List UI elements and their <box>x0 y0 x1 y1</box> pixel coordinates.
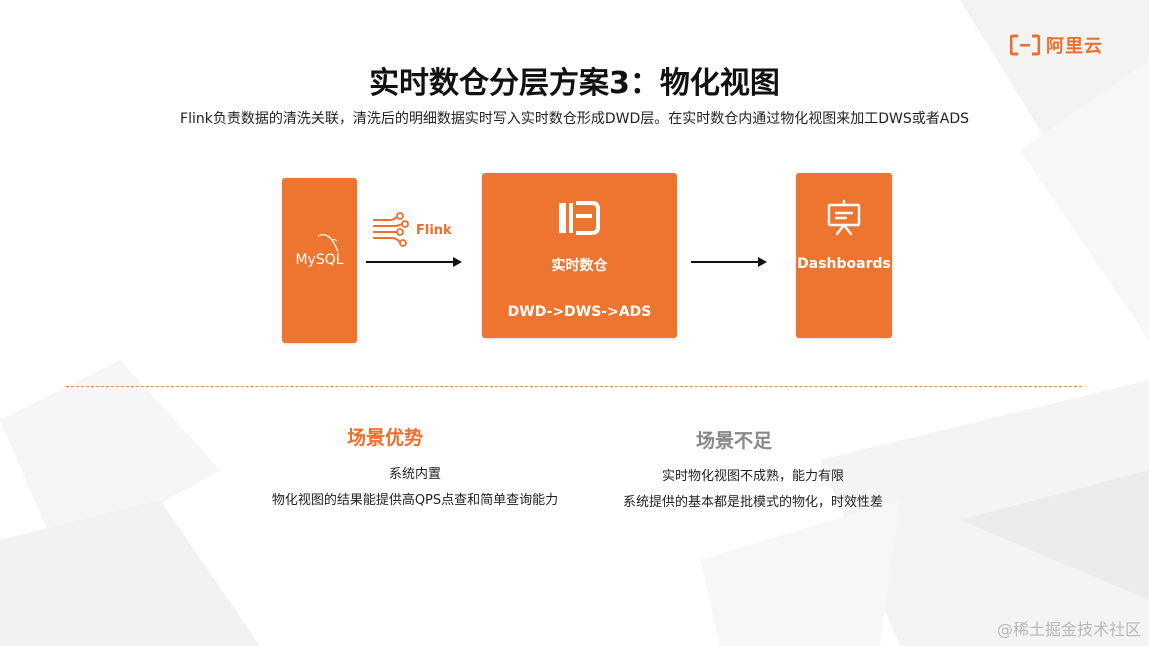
section-divider <box>66 386 1082 387</box>
warehouse-label: 实时数仓 <box>551 258 608 274</box>
disadvantages-list: 实时物化视图不成熟，能力有限 系统提供的基本都是批模式的物化，时效性差 <box>553 464 953 516</box>
warehouse-icon <box>559 201 600 235</box>
brand-logo: 阿里云 <box>1010 32 1103 58</box>
arrow-source-to-warehouse <box>366 257 462 267</box>
page-title: 实时数仓分层方案3：物化视图 <box>369 66 780 101</box>
dashboards-box: Dashboards <box>796 173 892 338</box>
presentation-board-icon <box>827 199 861 236</box>
advantage-line: 物化视图的结果能提供高QPS点查和简单查询能力 <box>271 493 559 508</box>
flink-stream-icon <box>373 212 409 247</box>
disadvantages-heading: 场景不足 <box>695 430 772 452</box>
flink-pipe: Flink <box>372 212 452 248</box>
arrow-warehouse-to-dashboards <box>691 257 767 267</box>
page-subtitle: Flink负责数据的清洗关联，清洗后的明细数据实时写入实时数仓形成DWD层。在实… <box>180 111 969 127</box>
disadvantage-line: 系统提供的基本都是批模式的物化，时效性差 <box>622 495 883 510</box>
mysql-label: MySQL <box>295 252 344 268</box>
advantages-heading: 场景优势 <box>346 427 423 449</box>
dashboards-label: Dashboards <box>797 256 891 272</box>
flink-label: Flink <box>416 222 452 238</box>
advantage-line: 系统内置 <box>388 467 441 482</box>
brand-name: 阿里云 <box>1046 36 1103 57</box>
disadvantage-line: 实时物化视图不成熟，能力有限 <box>661 469 844 484</box>
aliyun-logo-icon <box>1010 34 1040 56</box>
dolphin-icon <box>317 234 339 253</box>
warehouse-layers-label: DWD->DWS->ADS <box>507 304 652 320</box>
watermark: @稀土掘金技术社区 <box>996 620 1141 639</box>
warehouse-box: 实时数仓 DWD->DWS->ADS <box>482 173 677 338</box>
mysql-source-box: MySQL <box>282 178 357 343</box>
advantages-list: 系统内置 物化视图的结果能提供高QPS点查和简单查询能力 <box>215 462 615 514</box>
